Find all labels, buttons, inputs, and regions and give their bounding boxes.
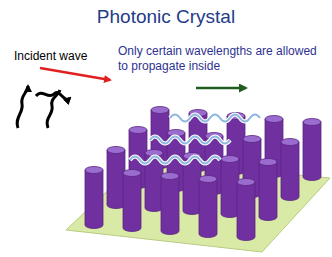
wave-outline [150,137,230,144]
rod-top [161,173,179,180]
rod-body [107,150,125,209]
rod-top [237,179,255,186]
rod-top [281,139,299,146]
rod-top [199,176,217,183]
rod-body [281,142,299,200]
light-wave [130,157,220,164]
rod-top [151,107,169,114]
rod-top [243,136,261,143]
rod-top [85,167,103,174]
rod-top [265,116,283,123]
note-label: Only certain wavelengths are allowed to … [118,44,318,74]
title: Photonic Crystal [0,6,332,28]
rod-top [259,159,277,166]
wave-squiggle [17,86,28,128]
light-wave [170,115,260,122]
rod-body [259,162,277,221]
rod-body [221,159,239,218]
rod-top [123,170,141,177]
incident-arrow [40,68,110,80]
rod-top [303,119,321,126]
wave-outline [130,157,220,164]
wave-outline [170,115,260,122]
rod-body [123,173,141,232]
rod-top [221,156,239,163]
rod-body [303,122,321,181]
rod-body [199,179,217,238]
incident-label: Incident wave [14,49,87,63]
rod-body [237,182,255,241]
propagation-arrow [196,87,246,90]
wave-squiggle [47,90,60,128]
light-wave [150,137,230,144]
rod-top [107,147,125,154]
rod-body [85,170,103,229]
rod-top [129,127,147,134]
rod-body [161,176,179,235]
